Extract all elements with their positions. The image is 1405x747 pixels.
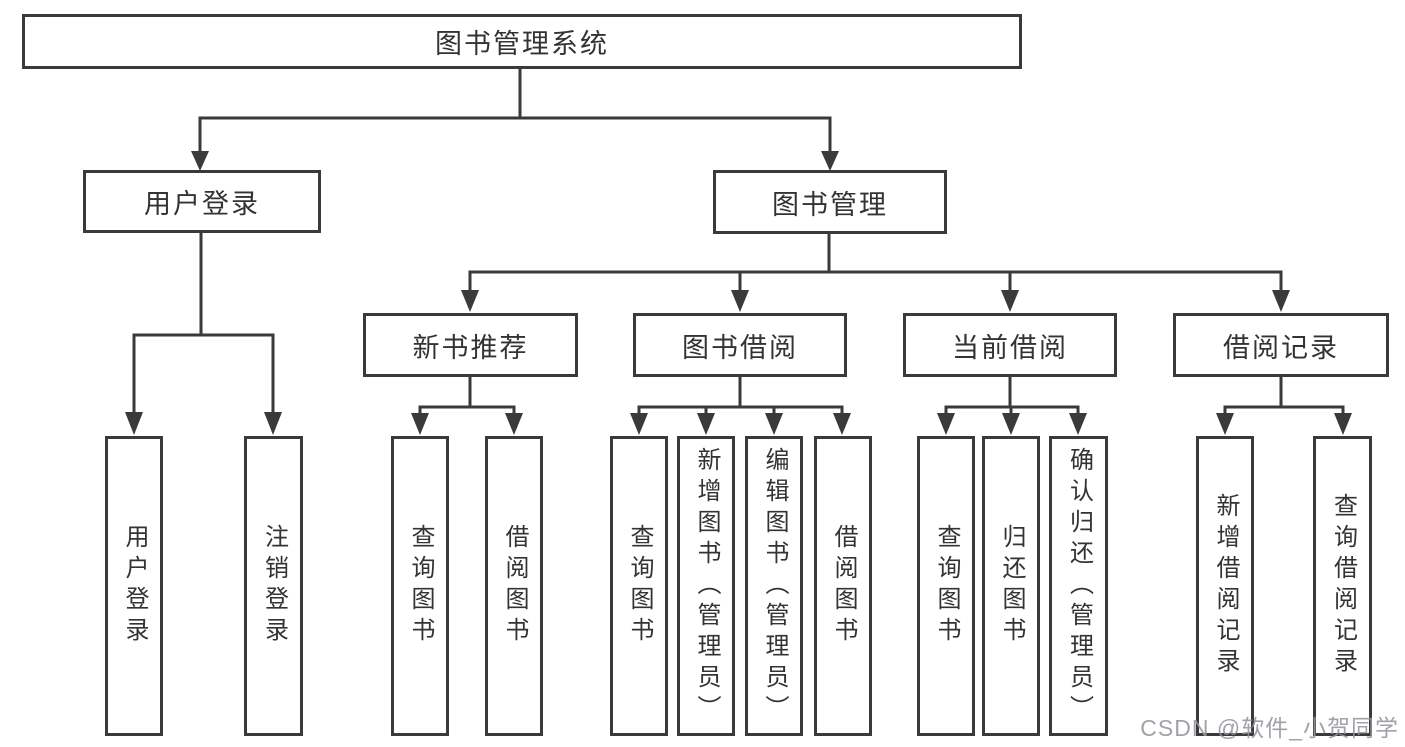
node-label: 图书管理系统 xyxy=(435,29,609,59)
leaf-confirm-return-admin: 确认归还（管理员） xyxy=(1049,436,1108,736)
leaf-label: 归还图书 xyxy=(998,524,1025,648)
leaf-label: 查询图书 xyxy=(626,524,653,648)
leaf-label: 查询借阅记录 xyxy=(1329,493,1357,679)
connector-current-borrow-to-leaves xyxy=(937,376,1087,435)
leaf-label: 新增图书（管理员） xyxy=(693,446,720,726)
leaf-add-books-admin: 新增图书（管理员） xyxy=(677,436,735,736)
node-label: 当前借阅 xyxy=(952,332,1068,363)
leaf-label: 借阅图书 xyxy=(830,524,857,648)
node-book-management: 图书管理 xyxy=(713,170,947,234)
leaf-label: 查询图书 xyxy=(933,524,960,648)
connector-root-to-level2 xyxy=(191,69,839,171)
leaf-label: 注销登录 xyxy=(260,524,288,648)
leaf-borrow-books-recommend: 借阅图书 xyxy=(485,436,543,736)
leaf-query-books-recommend: 查询图书 xyxy=(391,436,449,736)
node-book-borrow: 图书借阅 xyxy=(633,313,847,377)
node-new-book-recommend: 新书推荐 xyxy=(363,313,578,377)
leaf-label: 借阅图书 xyxy=(501,524,528,648)
leaf-label: 编辑图书（管理员） xyxy=(761,446,788,726)
leaf-edit-books-admin: 编辑图书（管理员） xyxy=(745,436,803,736)
connector-book-borrow-to-leaves xyxy=(630,376,851,435)
leaf-label: 确认归还（管理员） xyxy=(1065,446,1093,726)
leaf-query-books-borrow: 查询图书 xyxy=(610,436,668,736)
connector-user-login-to-leaves xyxy=(125,233,282,435)
node-borrow-records: 借阅记录 xyxy=(1173,313,1389,377)
connector-borrow-records-to-leaves xyxy=(1216,376,1352,435)
leaf-query-borrow-record: 查询借阅记录 xyxy=(1313,436,1372,736)
node-current-borrow: 当前借阅 xyxy=(903,313,1117,377)
leaf-label: 新增借阅记录 xyxy=(1212,493,1239,679)
connector-book-management-to-level3 xyxy=(461,234,1290,312)
node-library-management-system: 图书管理系统 xyxy=(22,14,1022,69)
leaf-user-login: 用户登录 xyxy=(105,436,163,736)
leaf-label: 用户登录 xyxy=(121,524,148,648)
leaf-add-borrow-record: 新增借阅记录 xyxy=(1196,436,1254,736)
node-label: 新书推荐 xyxy=(412,332,529,363)
leaf-borrow-books: 借阅图书 xyxy=(814,436,872,736)
leaf-logout: 注销登录 xyxy=(244,436,303,736)
node-label: 借阅记录 xyxy=(1223,332,1339,363)
node-user-login: 用户登录 xyxy=(83,170,321,233)
connector-new-book-recommend-to-leaves xyxy=(411,376,523,435)
leaf-query-books-current: 查询图书 xyxy=(917,436,975,736)
node-label: 图书管理 xyxy=(772,189,888,220)
leaf-label: 查询图书 xyxy=(407,524,434,648)
node-label: 用户登录 xyxy=(144,189,260,219)
watermark-text: CSDN @软件_小贺同学 xyxy=(1140,715,1399,741)
node-label: 图书借阅 xyxy=(682,332,798,363)
leaf-return-books: 归还图书 xyxy=(982,436,1040,736)
